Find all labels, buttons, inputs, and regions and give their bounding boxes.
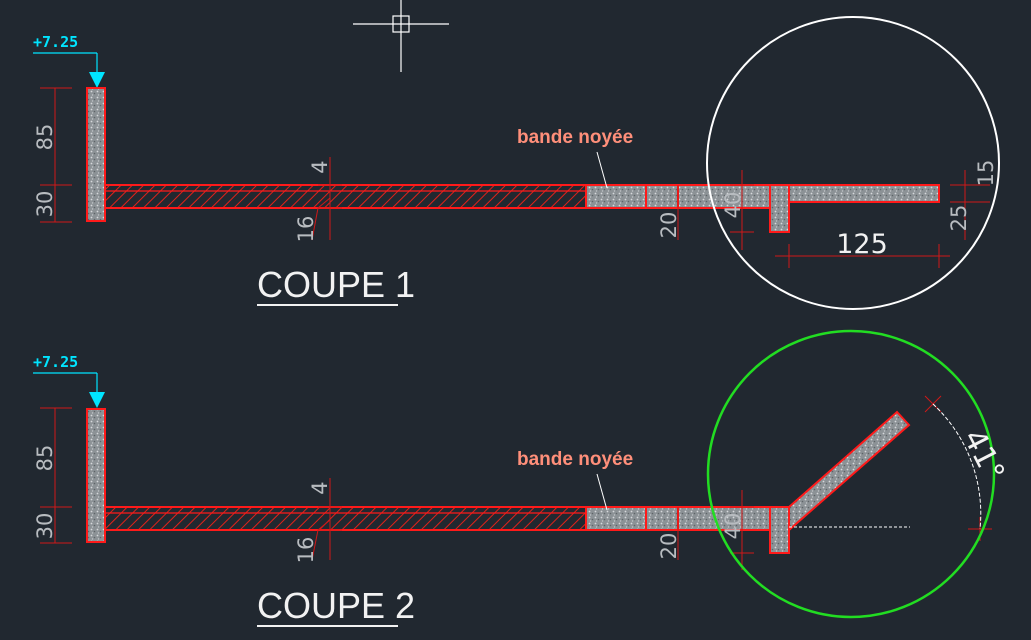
level-arrow-icon (89, 72, 105, 88)
vertical-dimension (40, 87, 72, 223)
dim-top: 4 (308, 481, 332, 494)
dim-slab: 30 (33, 191, 57, 218)
dim-bottom: 16 (294, 216, 318, 243)
detail-circle (706, 16, 1000, 310)
dim-thickness: 15 (974, 160, 998, 187)
dim-top: 4 (308, 160, 332, 173)
hatched-slab (104, 506, 587, 531)
note-label: bande noyée (517, 127, 633, 148)
dim-upstand: 85 (33, 445, 57, 472)
dim-beam-depth: 40 (721, 513, 745, 540)
level-text: +7.25 (33, 33, 78, 51)
level-marker: +7.25 (33, 353, 105, 408)
vertical-dimension (40, 407, 72, 544)
section-coupe-2: +7.25 85 30 (33, 329, 1011, 627)
section-title: COUPE 1 (257, 264, 415, 305)
dim-beam: 20 (657, 212, 681, 239)
cantilever (788, 184, 940, 203)
inclined-cantilever (788, 410, 911, 533)
beam (769, 506, 790, 554)
level-marker: +7.25 (33, 33, 105, 88)
dim-beam-depth: 40 (721, 192, 745, 219)
angle-arc (932, 403, 982, 530)
section-coupe-1: +7.25 85 30 (33, 16, 1000, 310)
embedded-strip (585, 506, 647, 531)
embedded-strip (585, 184, 647, 209)
dim-upstand: 85 (33, 124, 57, 151)
dim-length: 125 (836, 229, 888, 260)
beam (769, 184, 790, 233)
detail-circle (706, 329, 996, 619)
level-text: +7.25 (33, 353, 78, 371)
dim-bottom: 16 (294, 537, 318, 564)
note-label: bande noyée (517, 449, 633, 470)
dim-beam: 20 (657, 533, 681, 560)
section-title: COUPE 2 (257, 585, 415, 626)
upstand-wall (86, 408, 106, 543)
angle-label: 41° (956, 424, 1011, 487)
dim-depth: 25 (947, 205, 971, 232)
dim-slab: 30 (33, 513, 57, 540)
level-arrow-icon (89, 392, 105, 408)
crosshair-icon (353, 0, 449, 72)
upstand-wall (86, 87, 106, 222)
hatched-slab (104, 184, 587, 209)
